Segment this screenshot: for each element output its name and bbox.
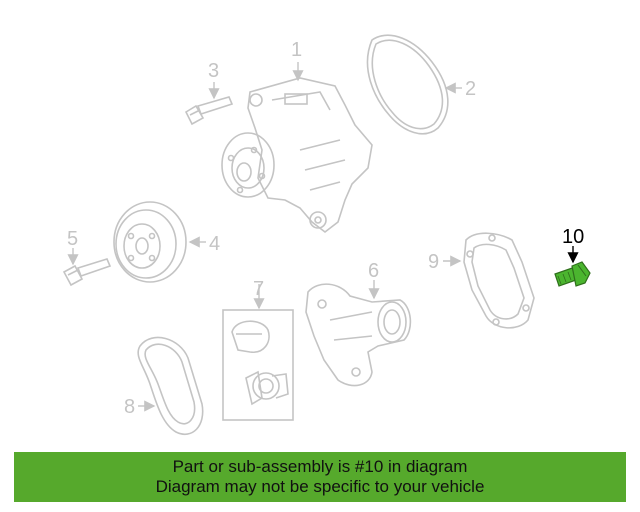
leader-lines bbox=[67, 62, 579, 412]
callout-10[interactable]: 10 bbox=[562, 226, 585, 248]
callout-6[interactable]: 6 bbox=[368, 260, 380, 282]
callout-9[interactable]: 9 bbox=[428, 251, 440, 273]
gasket-part-8[interactable] bbox=[137, 336, 204, 435]
callout-4[interactable]: 4 bbox=[209, 233, 221, 255]
callout-1[interactable]: 1 bbox=[291, 39, 303, 61]
water-pump-part-1[interactable] bbox=[221, 77, 373, 234]
pulley-part-4[interactable] bbox=[113, 201, 187, 283]
banner-line-1: Part or sub-assembly is #10 in diagram bbox=[172, 457, 468, 476]
gasket-part-9[interactable] bbox=[463, 232, 535, 329]
bolt-part-5[interactable] bbox=[62, 258, 112, 287]
bolt-part-10[interactable] bbox=[554, 261, 591, 287]
callout-5[interactable]: 5 bbox=[67, 228, 79, 250]
o-ring-part-2[interactable] bbox=[366, 34, 449, 135]
thermostat-kit-part-7[interactable] bbox=[222, 309, 294, 421]
callout-3[interactable]: 3 bbox=[208, 60, 220, 82]
info-banner: Part or sub-assembly is #10 in diagram D… bbox=[14, 452, 626, 502]
callout-2[interactable]: 2 bbox=[465, 78, 477, 100]
callout-8[interactable]: 8 bbox=[124, 396, 136, 418]
parts-diagram bbox=[62, 34, 591, 435]
bolt-part-3[interactable] bbox=[184, 96, 234, 126]
thermostat-housing-part-6[interactable] bbox=[305, 283, 412, 387]
banner-line-2: Diagram may not be specific to your vehi… bbox=[155, 477, 485, 496]
callout-7[interactable]: 7 bbox=[253, 278, 265, 300]
